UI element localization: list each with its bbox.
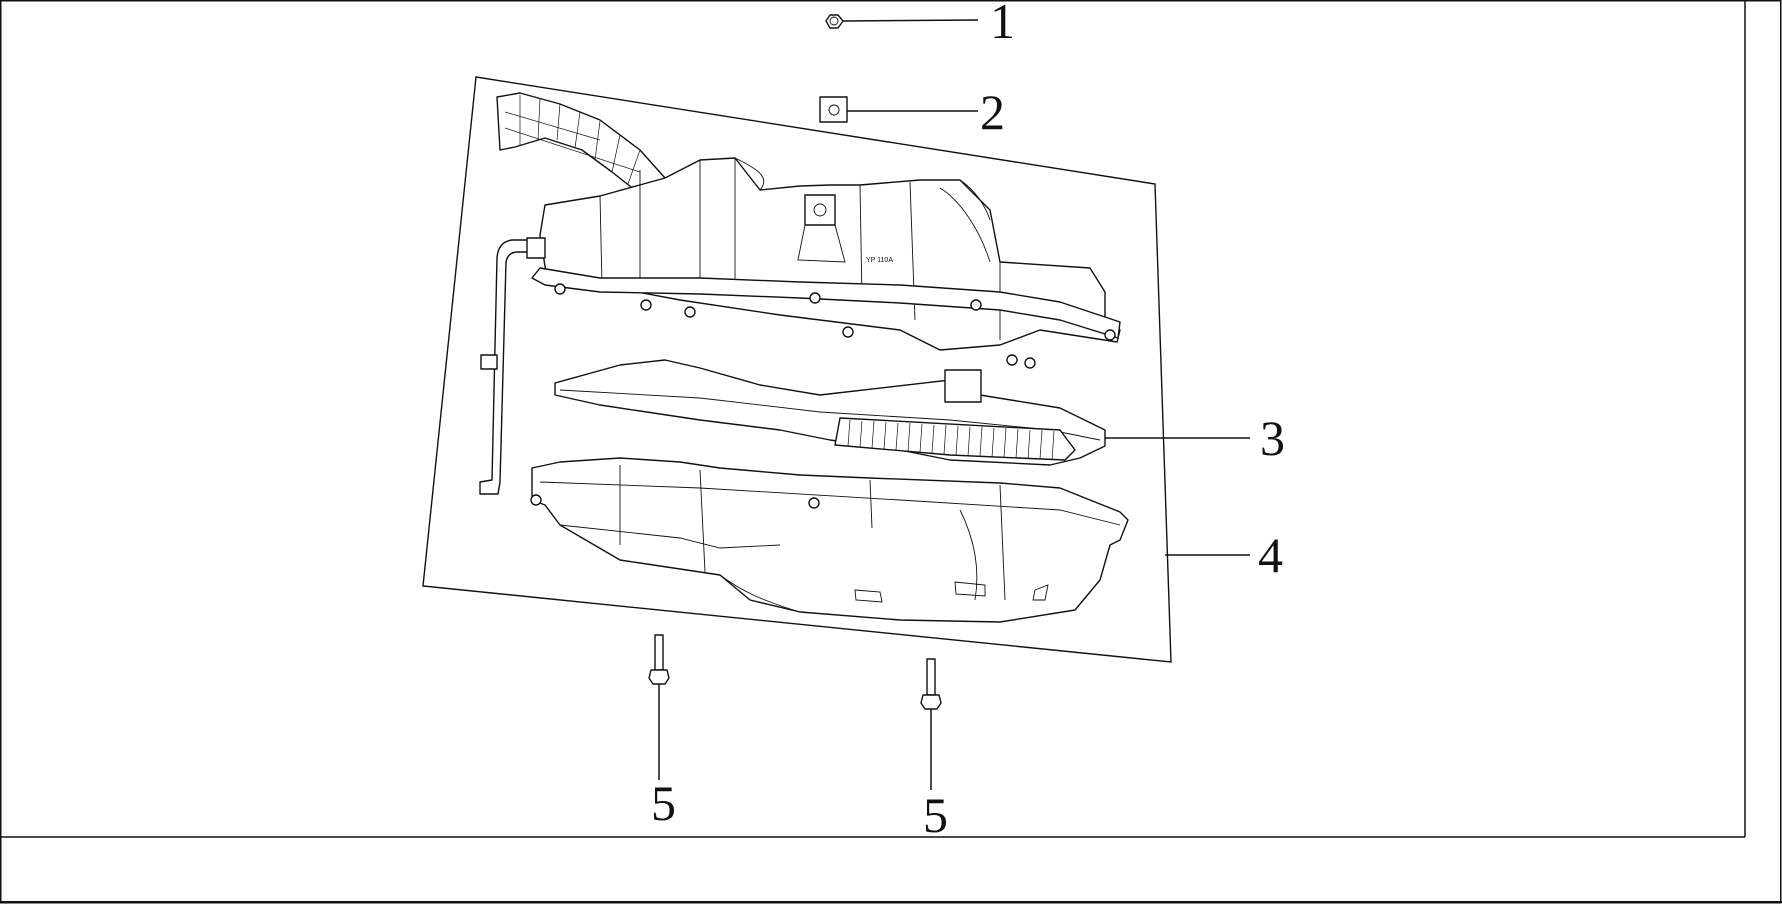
housing-stamp: YP 110A xyxy=(866,257,893,264)
callout-4: 4 xyxy=(1258,527,1283,583)
part-4-lower-housing xyxy=(530,457,1250,623)
part-5-bolt-left xyxy=(648,634,670,780)
assembly-boundary xyxy=(422,76,1172,663)
callout-1: 1 xyxy=(990,0,1015,49)
callout-5-left: 5 xyxy=(651,775,676,831)
air-box-upper-cover: YP 110A xyxy=(479,92,1121,495)
part-5-bolt-right xyxy=(920,658,942,790)
callout-3: 3 xyxy=(1260,410,1285,466)
part-1-nut xyxy=(825,14,979,29)
callout-5-right: 5 xyxy=(923,787,948,843)
part-3-filter-element xyxy=(554,359,1250,466)
part-2-clip-nut xyxy=(819,96,978,123)
callout-2: 2 xyxy=(980,84,1005,140)
